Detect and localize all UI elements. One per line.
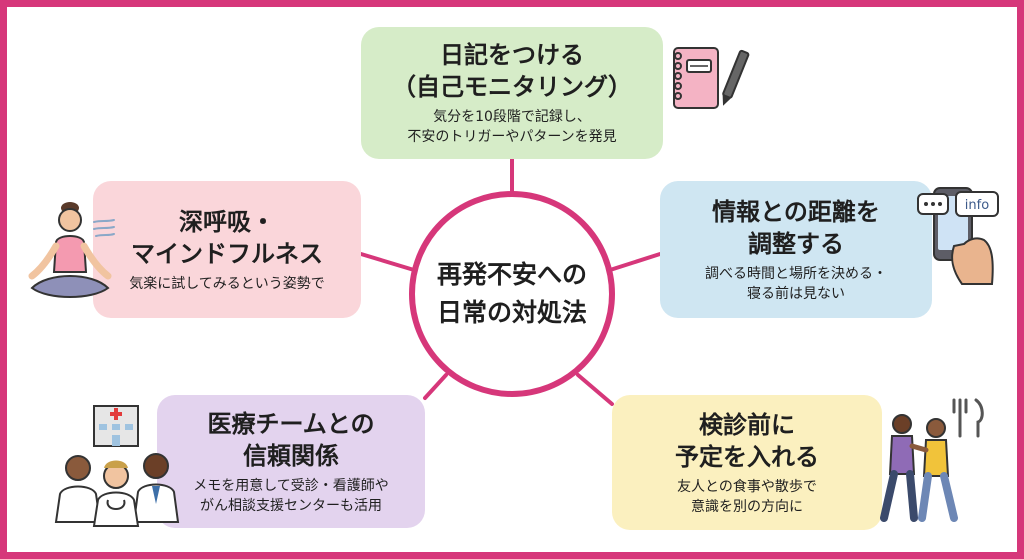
medical-team-icon [54,405,180,527]
node-plans-title1: 検診前に [699,410,795,439]
central-title-line1: 再発不安への [436,260,587,289]
node-info-desc1: 調べる時間と場所を決める・ [705,265,887,282]
node-plans-title2: 予定を入れる [675,442,819,471]
walking-couple-icon [880,398,984,522]
node-info-title2: 調整する [748,229,844,258]
node-breathing-title1: 深呼吸・ [179,207,275,236]
node-diary-title1: 日記をつける [440,41,584,69]
node-breathing-desc: 気楽に試してみるという姿勢で [129,274,325,294]
node-breathing: 深呼吸・ マインドフルネス 気楽に試してみるという姿勢で [93,181,361,318]
node-medical-title1: 医療チームとの [207,409,375,438]
phone-info-label: info [965,198,989,213]
notebook-pen-icon [673,47,750,109]
node-medical-desc2: がん相談支援センターも活用 [200,497,382,514]
node-medical-title2: 信頼関係 [243,441,339,470]
node-diary: 日記をつける （自己モニタリング） 気分を10段階で記録し、 不安のトリガーやパ… [361,27,663,159]
node-diary-desc1: 気分を10段階で記録し、 [433,109,591,125]
central-title-line2: 日常の対処法 [436,298,587,327]
node-diary-desc: 気分を10段階で記録し、 不安のトリガーやパターンを発見 [407,107,616,147]
phone-chat-icon: info [917,187,999,285]
node-plans-desc: 友人との食事や散歩で 意識を別の方向に [677,477,817,517]
node-medical-desc: メモを用意して受診・看護師や がん相談支援センターも活用 [193,476,389,516]
node-info-desc: 調べる時間と場所を決める・ 寝る前は見ない [705,264,887,304]
node-diary-desc2: 不安のトリガーやパターンを発見 [407,129,617,145]
node-info-desc2: 寝る前は見ない [747,285,845,302]
node-medical: 医療チームとの 信頼関係 メモを用意して受診・看護師や がん相談支援センターも活… [157,395,425,528]
meditation-person-icon [28,202,115,298]
node-plans: 検診前に 予定を入れる 友人との食事や散歩で 意識を別の方向に [612,395,882,530]
node-info: 情報との距離を 調整する 調べる時間と場所を決める・ 寝る前は見ない [660,181,932,318]
node-info-title1: 情報との距離を [712,197,880,226]
node-diary-title2: （自己モニタリング） [392,73,632,101]
node-breathing-desc1: 気楽に試してみるという姿勢で [129,275,325,292]
node-plans-desc2: 意識を別の方向に [691,498,803,515]
node-breathing-title2: マインドフルネス [131,239,323,268]
node-medical-desc1: メモを用意して受診・看護師や [193,477,389,494]
central-topic: 再発不安への 日常の対処法 [409,191,615,397]
node-plans-desc1: 友人との食事や散歩で [677,478,817,495]
